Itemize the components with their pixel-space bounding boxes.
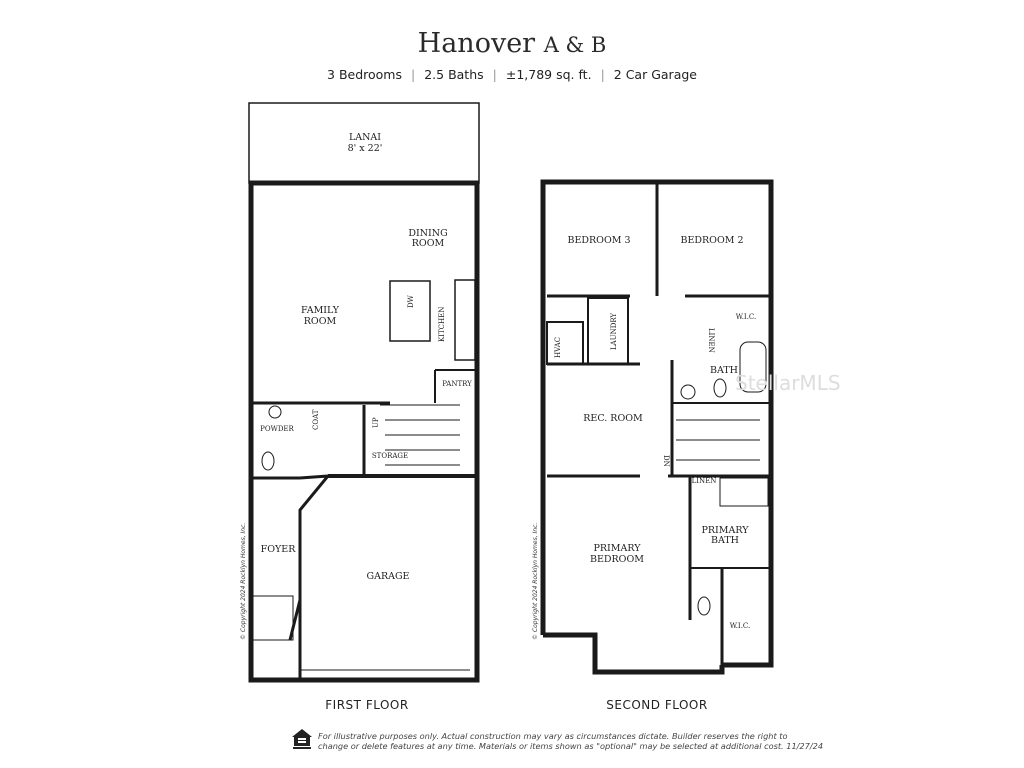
disclaimer-line-1: For illustrative purposes only. Actual c… [318, 731, 788, 741]
spec-garage: 2 Car Garage [613, 67, 697, 82]
spec-baths: 2.5 Baths [424, 67, 484, 82]
room-label: DINING [408, 228, 447, 239]
room-label: W.I.C. [730, 622, 751, 630]
room-label: GARAGE [367, 571, 410, 582]
room-label: DW [407, 294, 415, 308]
plan-specs: 3 Bedrooms|2.5 Baths|±1,789 sq. ft.|2 Ca… [327, 67, 697, 82]
room-label: LINEN [707, 328, 715, 353]
room-label: UP [372, 417, 380, 428]
spec-sqft: ±1,789 sq. ft. [505, 67, 592, 82]
first-floor-label: FIRST FLOOR [325, 698, 408, 712]
first-floor-labels: LANAI 8' x 22' DINING ROOM FAMILY ROOM K… [240, 132, 472, 712]
copyright-second: © Copyright 2024 Rocklyn Homes, Inc. [532, 523, 539, 640]
room-label: HVAC [554, 337, 562, 358]
room-label: BATH [710, 365, 738, 376]
plan-title: Hanover A & B [0, 28, 1024, 59]
room-label: BEDROOM 3 [567, 235, 630, 246]
room-label: ROOM [304, 316, 337, 327]
room-label: W.I.C. [736, 313, 757, 321]
room-label: COAT [312, 409, 320, 430]
room-label: STORAGE [372, 452, 408, 460]
first-floor-plan [248, 102, 480, 683]
room-label: BATH [711, 535, 739, 546]
room-label: KITCHEN [438, 307, 446, 342]
plan-suffix: A & B [543, 33, 607, 57]
room-label: BEDROOM [590, 554, 644, 565]
room-label: PANTRY [442, 380, 472, 388]
room-label: POWDER [260, 425, 294, 433]
disclaimer-line-2: change or delete features at any time. M… [318, 741, 824, 751]
room-label: LAUNDRY [610, 313, 618, 350]
equal-housing-opportunity-icon [292, 729, 312, 749]
room-label: BEDROOM 2 [680, 235, 743, 246]
spec-bedrooms: 3 Bedrooms [327, 67, 402, 82]
room-label: PRIMARY [593, 543, 641, 554]
room-label: DN [662, 455, 670, 467]
plan-name: Hanover [417, 28, 536, 59]
second-floor-label: SECOND FLOOR [606, 698, 707, 712]
room-label: LANAI [349, 132, 381, 143]
second-floor-labels: BEDROOM 3 BEDROOM 2 LAUNDRY LINEN W.I.C.… [532, 235, 841, 712]
watermark: StellarMLS [735, 371, 841, 395]
room-label: PRIMARY [701, 525, 749, 536]
disclaimer: For illustrative purposes only. Actual c… [318, 731, 823, 751]
room-label: LINEN [692, 477, 717, 485]
room-label: 8' x 22' [348, 143, 383, 154]
room-label: FOYER [261, 544, 297, 555]
room-label: ROOM [412, 238, 445, 249]
room-label: FAMILY [301, 305, 340, 316]
room-label: REC. ROOM [583, 413, 643, 424]
second-floor-plan [540, 179, 774, 675]
copyright-first: © Copyright 2024 Rocklyn Homes, Inc. [240, 523, 247, 640]
